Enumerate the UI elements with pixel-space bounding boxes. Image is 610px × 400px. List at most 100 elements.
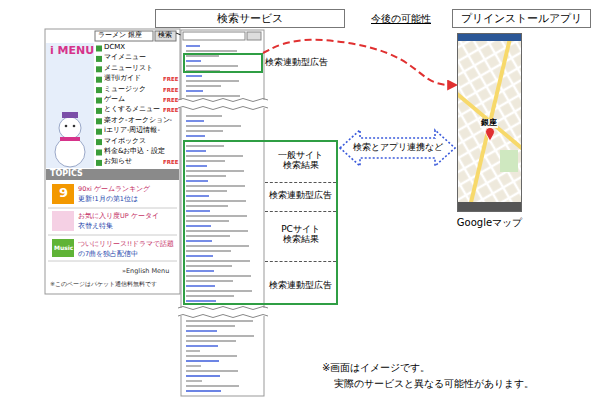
result-line: [186, 280, 233, 281]
search-input: [95, 31, 153, 41]
topic-icon: [52, 239, 74, 257]
topic-text: 衣替え特集: [78, 223, 113, 230]
result-line: [186, 120, 204, 121]
result-line: [186, 190, 227, 191]
result-line: [186, 60, 201, 61]
result-line: [186, 145, 224, 146]
result-line: [186, 240, 212, 241]
result-line: [186, 50, 237, 51]
map-place-name: 銀座: [480, 119, 498, 128]
menu-icon: [96, 87, 102, 93]
result-line: [186, 375, 220, 376]
map-streets: [457, 33, 522, 212]
free-badge: FREE: [163, 87, 179, 93]
menu-logo: i MENU: [50, 45, 94, 57]
result-line: [186, 80, 239, 81]
result-line: [186, 260, 250, 261]
free-badge: FREE: [163, 159, 179, 165]
search-input: [183, 32, 245, 40]
menu-item: iエリア-周辺情報-: [104, 127, 160, 135]
result-line: [186, 175, 226, 176]
search-query: ラーメン 銀座: [98, 32, 142, 40]
menu-icon: [96, 139, 102, 145]
result-line: [186, 350, 200, 351]
free-badge: FREE: [163, 107, 179, 113]
result-line: [186, 130, 223, 131]
result-line: [186, 170, 244, 171]
result-line: [186, 365, 201, 366]
snow-panel: [46, 43, 94, 168]
menu-icon: [96, 118, 102, 124]
topic-separators: [48, 208, 177, 261]
menu-icon: [96, 150, 102, 156]
menu-item: メニューリスト: [104, 65, 153, 73]
result-line: [186, 320, 253, 321]
result-line: [186, 235, 230, 236]
icon-label: Music: [54, 245, 73, 252]
result-line: [186, 230, 248, 231]
menu-item: お知らせ: [104, 158, 132, 166]
topic-text: 90xi ゲームランキング: [78, 186, 150, 193]
menu-icon: [96, 129, 102, 135]
snowman-eye: [73, 125, 76, 128]
result-line: [186, 355, 237, 356]
topics-bar: [46, 169, 179, 180]
topic-text: 更新!1月の第1位は: [78, 196, 138, 203]
connector-label: 検索とアプリ連携など: [352, 143, 444, 153]
topic-icon: [52, 184, 74, 204]
result-line: [186, 220, 229, 221]
free-badge: FREE: [163, 97, 179, 103]
result-line: [186, 155, 243, 156]
menu-icon: [96, 98, 102, 104]
topic-icon: [52, 211, 74, 231]
result-line: [186, 205, 228, 206]
result-line: [186, 295, 234, 296]
result-line: [186, 345, 218, 346]
result-line: [186, 390, 221, 391]
result-line: [186, 290, 252, 291]
menu-icon: [96, 66, 102, 72]
link-text: »English Menu: [122, 268, 169, 275]
result-line: [186, 125, 241, 126]
section-divider: [265, 182, 336, 183]
result-line: [186, 45, 200, 46]
app-name: Googleマップ: [457, 217, 522, 229]
result-line: [186, 360, 219, 361]
region-label: 検索連動型広告: [269, 190, 332, 200]
result-lines: [186, 46, 254, 391]
break-wave: [178, 99, 268, 110]
region-label: 検索連動型広告: [265, 57, 328, 67]
menu-item: 楽オク-オークション-: [104, 117, 172, 125]
section-divider: [265, 261, 336, 262]
icon-label: 9: [59, 186, 68, 200]
map-main-road: [457, 88, 522, 155]
result-line: [186, 380, 202, 381]
topic-text: の7曲を独占配信中: [78, 251, 138, 258]
topic-text: ついにリリース!!ドラマで話題: [78, 241, 174, 248]
phone-screen: [45, 29, 180, 294]
menu-icons: [96, 46, 102, 166]
search-button: [247, 32, 261, 40]
result-line: [186, 90, 203, 91]
header-box: 検索サービス: [155, 9, 345, 28]
result-line: [186, 225, 211, 226]
map-pin: [486, 127, 495, 141]
result-line: [186, 370, 238, 371]
menu-item: マイメニュー: [104, 54, 146, 62]
result-line: [186, 85, 221, 86]
result-line: [186, 210, 210, 211]
result-line: [186, 335, 254, 336]
result-line: [186, 185, 245, 186]
menu-item: ゲーム: [104, 96, 125, 104]
free-badge: FREE: [163, 76, 179, 82]
status-bar: [457, 33, 522, 41]
result-line: [186, 150, 206, 151]
result-line: [186, 200, 246, 201]
result-line: [186, 55, 219, 56]
header-text: プリインストールアプリ: [453, 10, 590, 27]
footnote: ※このページはパケット通信料無料です: [50, 281, 157, 288]
result-line: [186, 165, 207, 166]
break-wave: [178, 307, 268, 318]
result-line: [186, 275, 251, 276]
result-line: [186, 250, 231, 251]
